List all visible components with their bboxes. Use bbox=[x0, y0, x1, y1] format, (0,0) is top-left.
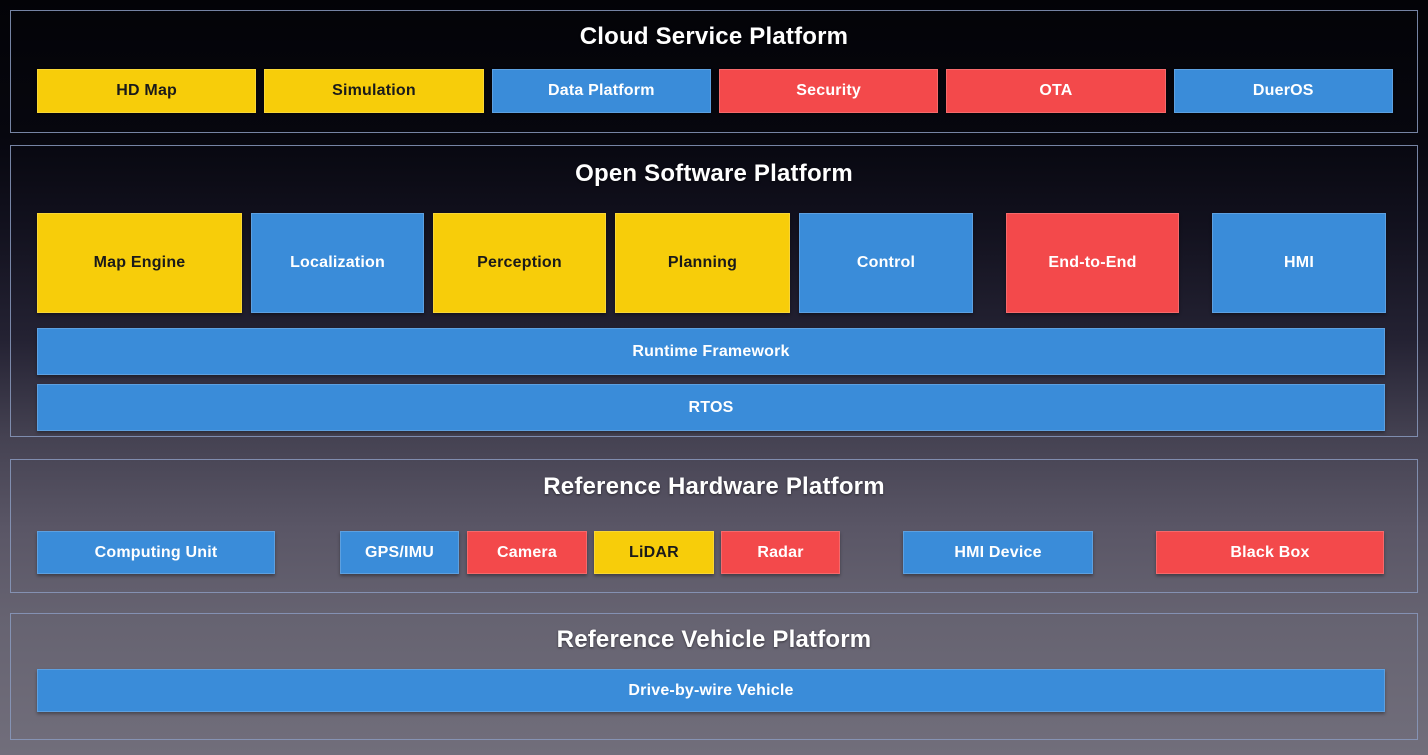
open-software-platform-title: Open Software Platform bbox=[575, 160, 853, 187]
box-radar: Radar bbox=[721, 531, 840, 574]
bar-rtos: RTOS bbox=[37, 384, 1385, 431]
box-ota: OTA bbox=[946, 69, 1166, 113]
box-hmi: HMI bbox=[1212, 213, 1386, 313]
section-reference-hardware-platform: Reference Hardware Platform Computing Un… bbox=[10, 459, 1418, 593]
software-modules-row: Map Engine Localization Perception Plann… bbox=[37, 213, 1386, 313]
section-reference-vehicle-platform: Reference Vehicle Platform Drive-by-wire… bbox=[10, 613, 1418, 740]
cloud-service-row: HD Map Simulation Data Platform Security… bbox=[37, 69, 1393, 113]
box-end-to-end: End-to-End bbox=[1006, 213, 1179, 313]
box-control: Control bbox=[799, 213, 973, 313]
box-black-box: Black Box bbox=[1156, 531, 1384, 574]
box-camera: Camera bbox=[467, 531, 587, 574]
bar-runtime-framework: Runtime Framework bbox=[37, 328, 1385, 375]
box-gps-imu: GPS/IMU bbox=[340, 531, 459, 574]
box-dueros: DuerOS bbox=[1173, 69, 1393, 113]
box-security: Security bbox=[718, 69, 939, 113]
section-cloud-service-platform: Cloud Service Platform HD Map Simulation… bbox=[10, 10, 1418, 133]
reference-vehicle-platform-title: Reference Vehicle Platform bbox=[556, 626, 872, 653]
box-localization: Localization bbox=[251, 213, 424, 313]
cloud-service-platform-title: Cloud Service Platform bbox=[579, 23, 849, 50]
box-planning: Planning bbox=[615, 213, 790, 313]
box-simulation: Simulation bbox=[264, 69, 484, 113]
box-hd-map: HD Map bbox=[37, 69, 257, 113]
box-data-platform: Data Platform bbox=[491, 69, 711, 113]
box-computing-unit: Computing Unit bbox=[37, 531, 275, 574]
box-perception: Perception bbox=[433, 213, 606, 313]
bar-drive-by-wire-vehicle: Drive-by-wire Vehicle bbox=[37, 669, 1385, 712]
box-lidar: LiDAR bbox=[594, 531, 714, 574]
section-open-software-platform: Open Software Platform Map Engine Locali… bbox=[10, 145, 1418, 437]
reference-hardware-platform-title: Reference Hardware Platform bbox=[543, 473, 885, 500]
box-hmi-device: HMI Device bbox=[903, 531, 1093, 574]
box-map-engine: Map Engine bbox=[37, 213, 242, 313]
